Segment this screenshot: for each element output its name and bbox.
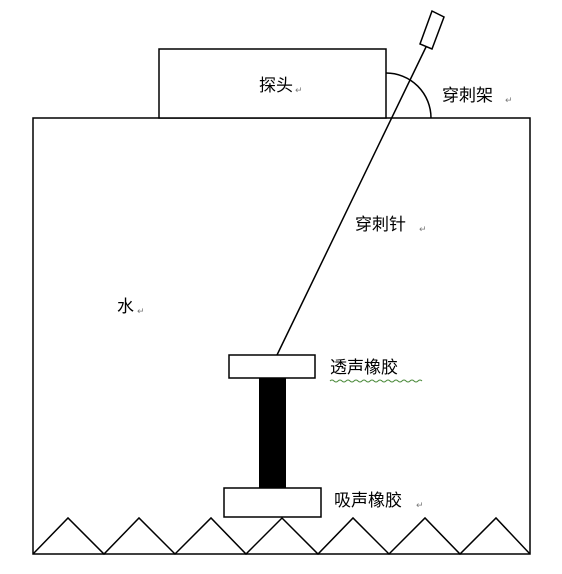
spellcheck-squiggle xyxy=(329,379,423,383)
needle-shaft xyxy=(276,46,427,356)
puncture-bracket-arc xyxy=(385,72,432,119)
target-column xyxy=(259,378,286,488)
paragraph-mark: ↵ xyxy=(505,96,513,106)
paragraph-mark: ↵ xyxy=(416,501,424,511)
absorber-zigzag xyxy=(32,516,531,556)
paragraph-mark: ↵ xyxy=(419,225,427,235)
needle-handle xyxy=(419,9,445,50)
label-probe: 探头 xyxy=(259,76,293,96)
paragraph-mark: ↵ xyxy=(137,307,145,317)
label-transmit-rubber: 透声橡胶 xyxy=(330,358,398,378)
label-needle: 穿刺针 xyxy=(355,215,406,235)
absorb-rubber-pad xyxy=(223,487,322,518)
label-water: 水 xyxy=(117,297,134,317)
label-absorb-rubber: 吸声橡胶 xyxy=(334,491,402,511)
transmit-rubber-pad xyxy=(228,354,316,379)
probe-block xyxy=(158,48,387,119)
paragraph-mark: ↵ xyxy=(295,86,303,96)
label-bracket: 穿刺架 xyxy=(442,86,493,106)
